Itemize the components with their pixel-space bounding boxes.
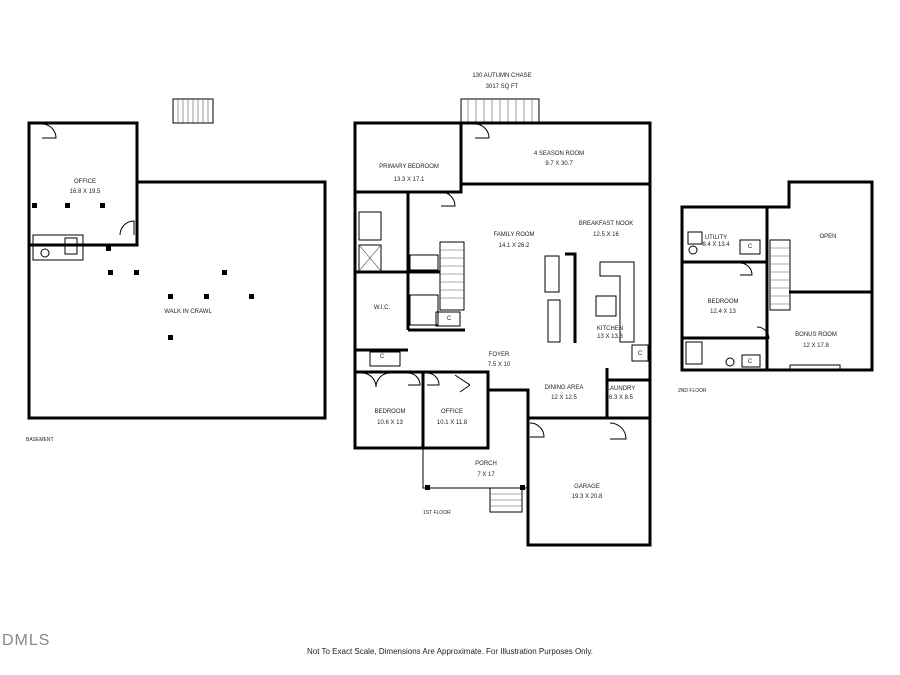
- floor-label-2nd: 2ND FLOOR: [678, 388, 707, 394]
- closet-marker-2nd-2: C: [748, 359, 753, 365]
- season-room-stairs: [460, 98, 540, 124]
- room-name-bonus-room: BONUS ROOM: [795, 332, 837, 338]
- floor-label-basement: BASEMENT: [26, 437, 54, 443]
- room-name-4-season-room: 4 SEASON ROOM: [534, 151, 584, 157]
- room-name-breakfast-nook: BREAKFAST NOOK: [579, 221, 634, 227]
- room-name-kitchen: KITCHEN: [597, 326, 623, 332]
- basement-stairs: [172, 98, 214, 124]
- room-dims-primary-bedroom: 13.3 X 17.1: [394, 177, 425, 183]
- room-dims-bonus-room: 12 X 17.8: [803, 343, 829, 349]
- room-dims-breakfast-nook: 12.5 X 16: [593, 232, 619, 238]
- room-name-dining-area: DINING AREA: [545, 385, 584, 391]
- interior-stairs: [439, 241, 465, 311]
- closet-marker-1: C: [380, 354, 385, 360]
- room-dims-laundry: 6.3 X 8.5: [609, 395, 634, 401]
- room-name-garage: GARAGE: [574, 484, 600, 490]
- room-dims-foyer: 7.5 X 10: [488, 362, 511, 368]
- room-dims-utility: 8.4 X 13.4: [702, 242, 730, 248]
- porch-steps: [489, 487, 523, 513]
- closet-marker-2nd-1: C: [748, 244, 753, 250]
- room-name-bedroom-2nd: BEDROOM: [707, 299, 738, 305]
- room-name-utility: UTILITY: [705, 235, 727, 241]
- room-dims-basement-office: 16.8 X 19.5: [70, 189, 101, 195]
- basement-plan: OFFICE 16.8 X 19.5 WALK IN CRAWL BASEMEN…: [26, 98, 327, 443]
- room-dims-4-season-room: 9.7 X 30.7: [545, 161, 573, 167]
- first-floor-plan: PRIMARY BEDROOM 13.3 X 17.1 4 SEASON ROO…: [353, 98, 652, 547]
- room-dims-dining-area: 12 X 12.5: [551, 395, 577, 401]
- room-name-bedroom-1st: BEDROOM: [374, 409, 405, 415]
- room-dims-family-room: 14.1 X 26.2: [499, 243, 530, 249]
- second-floor-plan: UTILITY 8.4 X 13.4 OPEN BEDROOM 12.4 X 1…: [678, 180, 874, 394]
- room-dims-garage: 19.3 X 20.8: [572, 494, 603, 500]
- address-text: 130 AUTUMN CHASE: [472, 73, 531, 79]
- room-name-wic: W.I.C.: [374, 305, 391, 311]
- closet-marker-3: C: [638, 351, 643, 357]
- room-name-basement-office: OFFICE: [74, 179, 96, 185]
- room-name-walk-in-crawl: WALK IN CRAWL: [164, 309, 212, 315]
- second-floor-stairs: [769, 239, 791, 311]
- room-name-family-room: FAMILY ROOM: [493, 232, 534, 238]
- room-name-porch: PORCH: [475, 461, 497, 467]
- room-name-primary-bedroom: PRIMARY BEDROOM: [379, 164, 439, 170]
- room-dims-bedroom-1st: 10.6 X 13: [377, 420, 403, 426]
- mls-watermark: DMLS: [2, 632, 51, 649]
- disclaimer-text: Not To Exact Scale, Dimensions Are Appro…: [306, 647, 594, 656]
- room-name-open: OPEN: [819, 234, 836, 240]
- sqft-text: 3017 SQ FT: [486, 84, 519, 90]
- room-dims-bedroom-2nd: 12.4 X 13: [710, 309, 736, 315]
- room-dims-office-1st: 10.1 X 11.8: [437, 420, 468, 426]
- room-dims-kitchen: 13 X 13.8: [597, 334, 623, 340]
- room-name-foyer: FOYER: [489, 352, 510, 358]
- floor-label-1st: 1ST FLOOR: [423, 510, 451, 516]
- room-name-office-1st: OFFICE: [441, 409, 463, 415]
- closet-marker-2: C: [447, 316, 452, 322]
- room-name-laundry: LAUNDRY: [607, 386, 636, 392]
- room-dims-porch: 7 X 17: [477, 472, 495, 478]
